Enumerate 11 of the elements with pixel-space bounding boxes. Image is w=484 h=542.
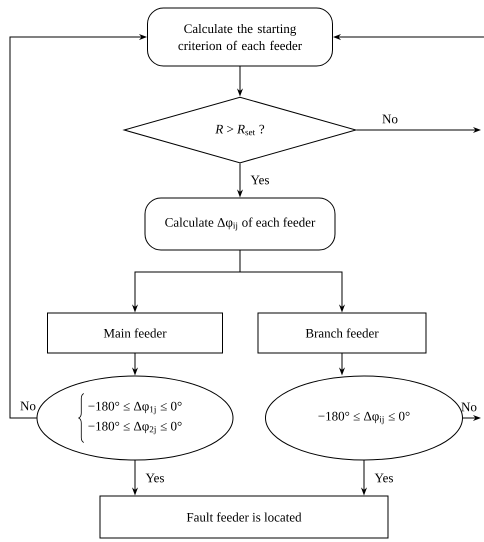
- process-box: Fault feeder is located: [100, 496, 388, 538]
- edge-label: Yes: [374, 474, 393, 482]
- edge-label: No: [382, 114, 398, 124]
- process-box: Calculate Δφ$_{ij}$ of each feeder: [144, 198, 336, 250]
- edge-label: Yes: [146, 474, 164, 482]
- edge-label: No: [461, 402, 476, 412]
- edge-label: No: [20, 402, 36, 410]
- edge-label: Yes: [250, 176, 269, 184]
- process-box: Branch feeder: [258, 312, 426, 354]
- process-box: Calculate the starting criterion of each feeder: [147, 8, 333, 66]
- process-box: Main feeder: [47, 312, 223, 354]
